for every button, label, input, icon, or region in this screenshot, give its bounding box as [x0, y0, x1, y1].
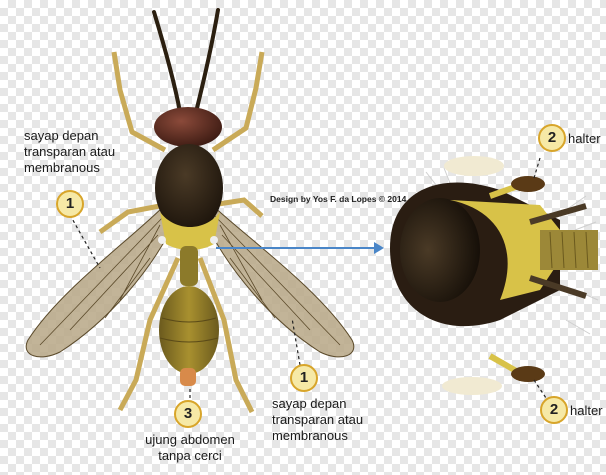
compound-eyes: [154, 107, 222, 147]
label-line: membranous: [272, 428, 363, 444]
label-line: membranous: [24, 160, 115, 176]
badge-abdomen-tip: 3: [174, 400, 202, 428]
label-line: ujung abdomen: [140, 432, 240, 448]
label-line: sayap depan: [272, 396, 363, 412]
abdomen-tip: [180, 368, 196, 386]
wing-right: [208, 205, 354, 357]
zoom-detail: [390, 156, 598, 398]
label-line: tanpa cerci: [140, 448, 240, 464]
leg-front-right: [213, 52, 262, 150]
badge-forewing-right: 1: [290, 364, 318, 392]
halter-knob-top: [511, 176, 545, 192]
label-forewing-left: sayap depan transparan atau membranous: [24, 128, 115, 176]
label-abdomen-tip: ujung abdomen tanpa cerci: [140, 432, 240, 464]
wing-left: [26, 205, 172, 357]
badge-halter-top: 2: [538, 124, 566, 152]
antenna-right: [196, 10, 218, 112]
label-halter-top: halter: [568, 131, 601, 146]
abdomen: [159, 286, 219, 374]
label-line: sayap depan: [24, 128, 115, 144]
badge-forewing-left: 1: [56, 190, 84, 218]
halter-knob-bottom: [511, 366, 545, 382]
label-forewing-right: sayap depan transparan atau membranous: [272, 396, 363, 444]
design-credit: Design by Yos F. da Lopes © 2014: [270, 194, 406, 204]
antenna-left: [154, 12, 180, 112]
label-line: transparan atau: [272, 412, 363, 428]
label-halter-bottom: halter: [570, 403, 603, 418]
label-line: transparan atau: [24, 144, 115, 160]
badge-halter-bottom: 2: [540, 396, 568, 424]
